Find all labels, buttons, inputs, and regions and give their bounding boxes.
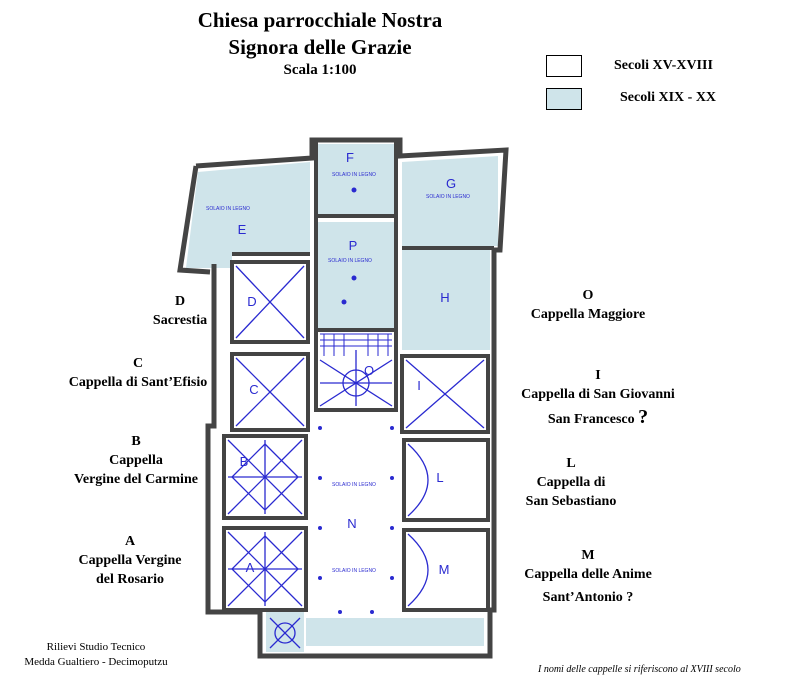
scale-label: Scala 1:100 <box>283 62 357 78</box>
room-G: G <box>446 176 456 191</box>
room-letters: E F G P H D C O I B L N A M <box>238 150 456 577</box>
title-line-1: Chiesa parrocchiale Nostra <box>197 8 443 32</box>
room-F: F <box>346 150 354 165</box>
solaio-F: SOLAIO IN LEGNO <box>332 172 376 178</box>
title-line-2: Signora delle Grazie <box>228 35 412 59</box>
room-N: N <box>347 516 356 531</box>
interior-walls <box>222 140 494 612</box>
label-I: I Cappella di San Giovanni San Francesco… <box>521 368 675 428</box>
label-C: C Cappella di Sant’Efisio <box>68 356 208 390</box>
room-H: H <box>440 290 449 305</box>
room-L: L <box>436 470 443 485</box>
room-D: D <box>247 294 256 309</box>
label-B: B Cappella Vergine del Carmine <box>74 434 198 487</box>
label-D: D Sacrestia <box>152 294 208 328</box>
room-P: P <box>349 238 358 253</box>
room-I: I <box>417 378 421 393</box>
altar-steps <box>320 333 392 356</box>
markers <box>318 187 394 614</box>
solaio-notes: SOLAIO IN LEGNO SOLAIO IN LEGNO SOLAIO I… <box>206 172 470 574</box>
room-A: A <box>246 560 255 575</box>
room-O: O <box>364 363 374 378</box>
vaults <box>227 265 485 649</box>
solaio-N-2: SOLAIO IN LEGNO <box>332 568 376 574</box>
legend-label-modern: Secoli XIX - XX <box>620 90 717 105</box>
solaio-P: SOLAIO IN LEGNO <box>328 258 372 264</box>
legend-label-ancient: Secoli XV-XVIII <box>614 58 713 73</box>
outer-walls <box>177 137 509 659</box>
solaio-N-1: SOLAIO IN LEGNO <box>332 482 376 488</box>
legend-swatch-modern <box>546 88 582 110</box>
credits: Rilievi Studio Tecnico Medda Gualtiero -… <box>24 641 168 668</box>
legend-swatch-ancient <box>546 55 582 77</box>
label-L: L Cappella di San Sebastiano <box>525 456 617 509</box>
room-B: B <box>240 454 249 469</box>
footnote: I nomi delle cappelle si riferiscono al … <box>538 664 741 675</box>
room-M: M <box>439 562 450 577</box>
label-M: M Cappella delle Anime Sant’Antonio ? <box>524 548 652 605</box>
solaio-E: SOLAIO IN LEGNO <box>206 206 250 212</box>
room-C: C <box>249 382 258 397</box>
modern-zones <box>186 144 498 652</box>
label-A: A Cappella Vergine del Rosario <box>78 534 182 587</box>
solaio-G: SOLAIO IN LEGNO <box>426 194 470 200</box>
label-O: O Cappella Maggiore <box>530 288 646 322</box>
room-E: E <box>238 222 247 237</box>
